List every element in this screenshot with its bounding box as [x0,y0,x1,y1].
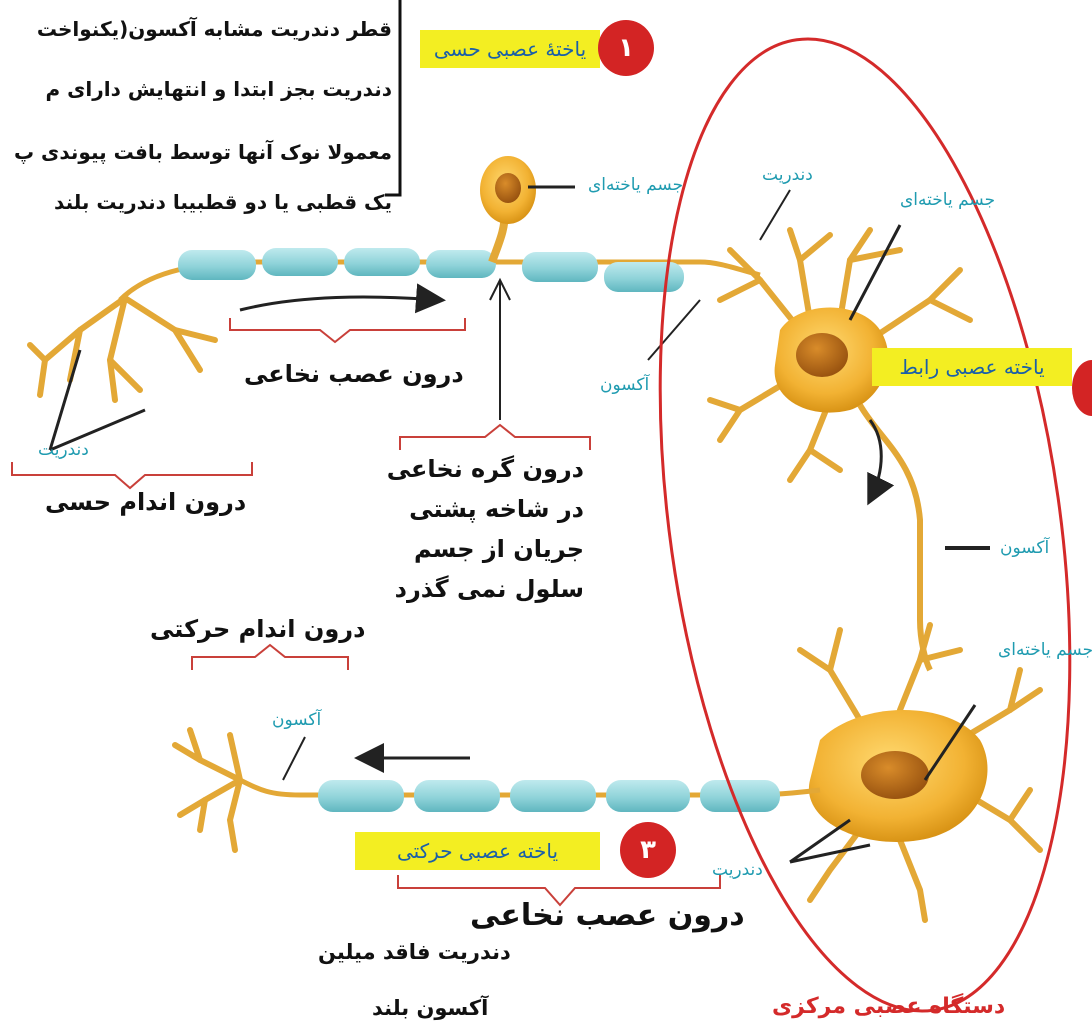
motor-neuron-number: ۳ [620,822,676,878]
in-spinal-nerve-bottom: درون عصب نخاعی [470,898,745,933]
axon-label-inter: آکسون [1000,538,1049,558]
interneuron-axon [860,405,930,670]
note-line-4: یک قطبی یا دو قطبیبا دندریت بلند [54,190,392,214]
cns-ellipse [604,13,1092,1031]
in-sensory-organ: درون اندام حسی [45,488,246,516]
motor-axon-terminals [175,730,240,850]
interneuron-label: یاخته عصبی رابط [872,348,1072,386]
sensory-dendrites [30,298,215,400]
ganglion-line-4: سلول نمی گذرد [392,575,584,603]
axon-label-motor: آکسون [272,710,321,730]
ganglion-line-3: جریان از جسم [392,535,584,563]
cell-body-label-inter: جسم یاخته‌ای [900,190,995,210]
sensory-neuron-number: ۱ [598,20,654,76]
dendrite-label-sensory: دندریت [38,440,89,460]
note-line-1: قطر دندریت مشابه آکسون(یکنواخت [37,17,392,41]
ganglion-line-2: در شاخه پشتی [392,495,584,523]
cell-body-label-motor: جسم یاخته‌ای [998,640,1092,660]
dendrite-label-inter: دندریت [762,165,813,185]
in-spinal-nerve-top: درون عصب نخاعی [244,360,464,388]
dendrite-label-motor: دندریت [712,860,763,880]
note-line-3: معمولا نوک آنها توسط بافت پیوندی پ [14,140,392,164]
dendrite-no-myelin: دندریت فاقد میلین [318,940,511,964]
axon-label-sensory: آکسون [600,375,649,395]
sensory-neuron-label: یاختهٔ عصبی حسی [420,30,600,68]
note-line-2: دندریت بجز ابتدا و انتهایش دارای م [45,77,392,101]
long-axon: آکسون بلند [372,996,488,1020]
braces [12,318,720,905]
cns-label: دستگاه عصبی مرکزی [772,994,1005,1019]
in-motor-organ: درون اندام حرکتی [150,615,365,643]
motor-neuron-label: یاخته عصبی حرکتی [355,832,600,870]
ganglion-line-1: درون گره نخاعی [392,455,584,483]
sensory-myelin [178,248,684,292]
motor-myelin [318,780,780,812]
cell-body-label-sensory: جسم یاخته‌ای [588,175,683,195]
